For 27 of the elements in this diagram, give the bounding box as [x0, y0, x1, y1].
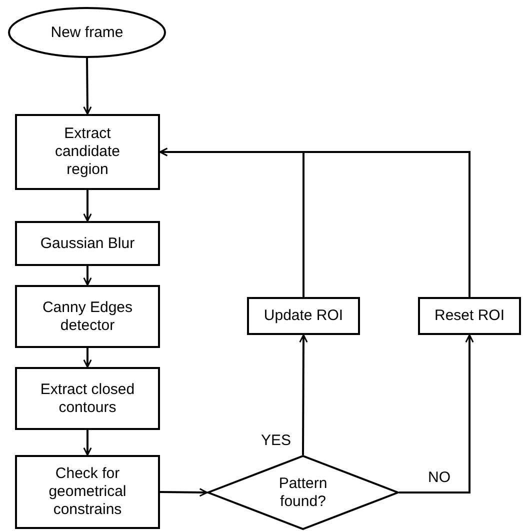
node-label: Reset ROI	[434, 307, 505, 325]
arrow	[83, 190, 92, 222]
arrow	[83, 348, 92, 368]
node-label: New frame	[50, 24, 124, 42]
arrow	[83, 266, 92, 286]
arrow	[83, 430, 92, 456]
decision-diamond	[207, 455, 399, 530]
process-box	[15, 114, 160, 190]
process-box	[247, 297, 360, 335]
node-label: Canny Edges detector	[41, 298, 134, 334]
node-label: Check for geometrical constrains	[48, 465, 128, 519]
process-box	[15, 367, 160, 430]
node-label: Pattern found?	[278, 474, 328, 510]
process-box	[15, 221, 160, 266]
process-box	[15, 455, 160, 529]
arrow	[399, 334, 474, 494]
arrow	[299, 334, 308, 455]
arrow	[159, 148, 470, 297]
node-label: Update ROI	[264, 307, 344, 325]
start-ellipse	[8, 7, 166, 58]
arrow	[83, 58, 92, 115]
node-label: Extract closed contours	[39, 380, 136, 416]
process-box	[418, 297, 521, 335]
node-label: Gaussian Blur	[40, 234, 135, 252]
node-label: Extract candidate region	[54, 125, 122, 179]
arrow	[160, 488, 208, 497]
process-box	[15, 285, 160, 348]
